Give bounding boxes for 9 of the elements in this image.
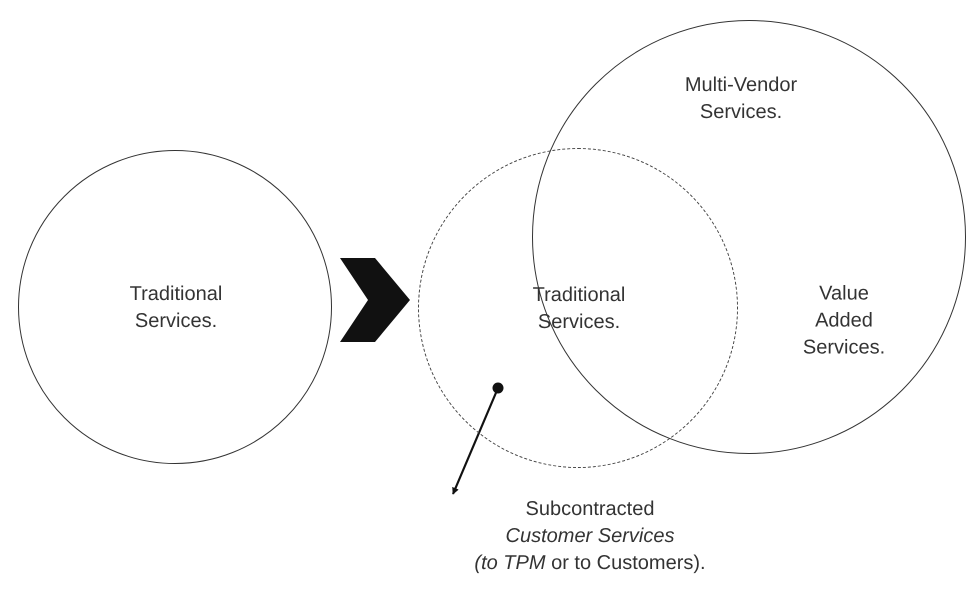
chevron-arrow [340, 258, 410, 342]
venn-circle [18, 150, 332, 464]
circle-label: Value Added Services. [802, 282, 886, 360]
leader-line [452, 382, 504, 495]
dashed-venn-circle [418, 148, 738, 468]
circle-label: Multi-Vendor Services. [684, 73, 798, 125]
callout-label: Subcontracted Customer Services (to TPM or to Customers). [440, 496, 740, 577]
circle-label: Traditional Services. [128, 282, 224, 334]
venn-circle [532, 20, 966, 454]
